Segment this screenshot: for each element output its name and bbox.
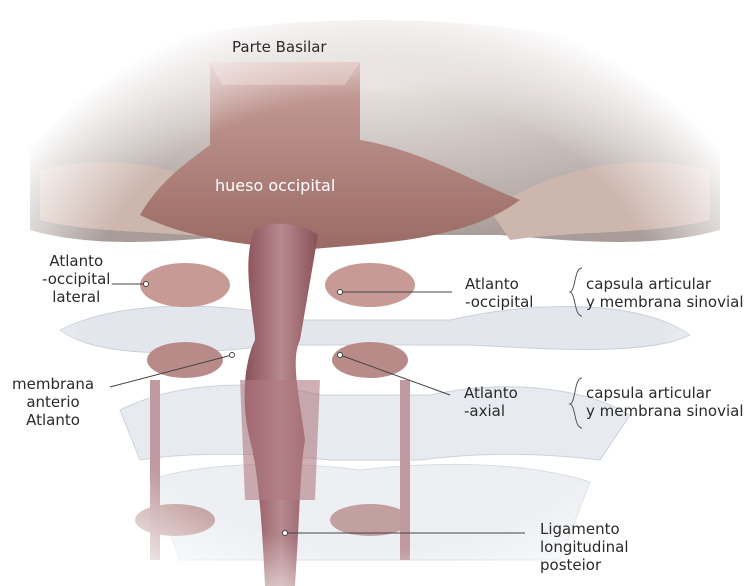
label-line: Atlanto	[12, 411, 94, 429]
label-line: y membrana sinovial	[586, 402, 744, 420]
label-line: Ligamento	[540, 520, 628, 538]
leader-dot	[230, 353, 235, 358]
label-line: longitudinal	[540, 538, 628, 556]
leader-dot	[144, 282, 149, 287]
label-parte-basilar: Parte Basilar	[232, 38, 327, 56]
label-line: y membrana sinovial	[586, 293, 744, 311]
label-atlanto-occipital-lateral: Atlanto -occipital lateral	[42, 252, 110, 306]
label-atlanto-occipital: Atlanto -occipital	[465, 275, 533, 311]
label-line: anterio	[12, 393, 94, 411]
label-capsula-articular-2: capsula articular y membrana sinovial	[586, 384, 744, 420]
label-line: -occipital	[465, 293, 533, 311]
label-line: capsula articular	[586, 275, 744, 293]
leader-dot	[338, 290, 343, 295]
label-ligamento-longitudinal: Ligamento longitudinal posteior	[540, 520, 628, 574]
label-line: capsula articular	[586, 384, 744, 402]
leader-dot	[283, 531, 288, 536]
label-atlanto-axial: Atlanto -axial	[464, 384, 518, 420]
label-line: -occipital	[42, 270, 110, 288]
label-line: membrana	[12, 375, 94, 393]
label-line: -axial	[464, 402, 518, 420]
label-hueso-occipital: hueso occipital	[215, 177, 335, 195]
label-line: posteior	[540, 556, 628, 574]
label-capsula-articular-1: capsula articular y membrana sinovial	[586, 275, 744, 311]
label-line: Atlanto	[42, 252, 110, 270]
label-line: Atlanto	[464, 384, 518, 402]
leader-dot	[338, 353, 343, 358]
label-line: lateral	[42, 288, 110, 306]
label-membrana-anterio: membrana anterio Atlanto	[12, 375, 94, 429]
label-line: Atlanto	[465, 275, 533, 293]
